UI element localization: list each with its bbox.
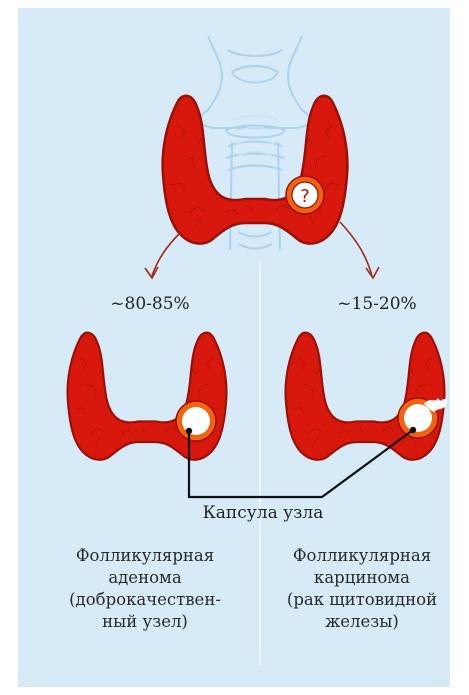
nodule-question-icon: ? [300,186,310,207]
adenoma-nodule [176,401,216,441]
thyroid-gland-adenoma [68,333,227,460]
label-left-line-3: (доброкачествен- [40,589,250,611]
label-right-line-1: Фолликулярная [262,545,462,567]
thyroid-gland-top [163,96,348,244]
label-right-line-3: (рак щитовидной [262,589,462,611]
label-right-line-4: железы) [262,611,462,633]
percent-right: ~15-20% [322,294,432,314]
capsule-label: Капсула узла [180,503,346,523]
label-left: Фолликулярная аденома (доброкачествен- н… [40,545,250,633]
label-left-line-1: Фолликулярная [40,545,250,567]
arrow-left [145,233,180,278]
percent-left: ~80-85% [95,294,205,314]
thyroid-gland-carcinoma [286,333,445,460]
arrow-right [340,222,379,278]
label-left-line-4: ный узел) [40,611,250,633]
label-right-line-2: карцинома [262,567,462,589]
label-right: Фолликулярная карцинома (рак щитовидной … [262,545,462,633]
label-left-line-2: аденома [40,567,250,589]
